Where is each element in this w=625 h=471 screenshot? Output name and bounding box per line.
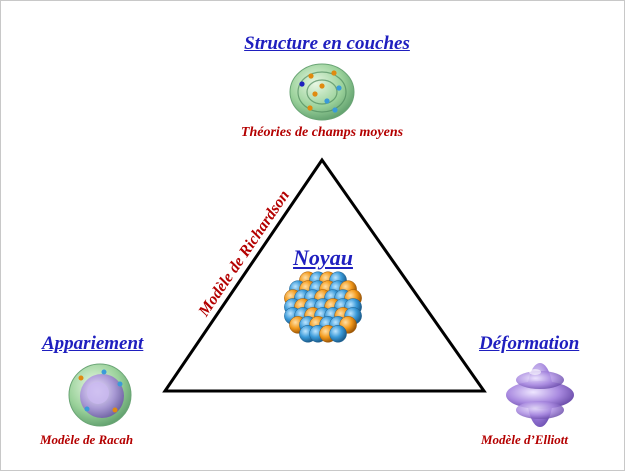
- nucleus-icon: [284, 271, 362, 343]
- top-title: Structure en couches: [244, 33, 410, 54]
- right-title: Déformation: [479, 333, 580, 354]
- left-subtitle: Modèle de Racah: [40, 432, 134, 447]
- deformed-nucleus-icon: [506, 363, 574, 427]
- left-title: Appariement: [42, 333, 144, 354]
- right-subtitle: Modèle d’Elliott: [481, 432, 569, 447]
- model-triangle: [162, 157, 487, 393]
- center-title: Noyau: [293, 245, 353, 270]
- neutron-ball: [329, 325, 347, 343]
- edge-label-richardson: Modèle de Richardson: [195, 187, 293, 320]
- pairing-sphere-icon: [68, 363, 132, 427]
- shell-structure-icon: [289, 63, 355, 121]
- top-subtitle: Théories de champs moyens: [240, 125, 404, 140]
